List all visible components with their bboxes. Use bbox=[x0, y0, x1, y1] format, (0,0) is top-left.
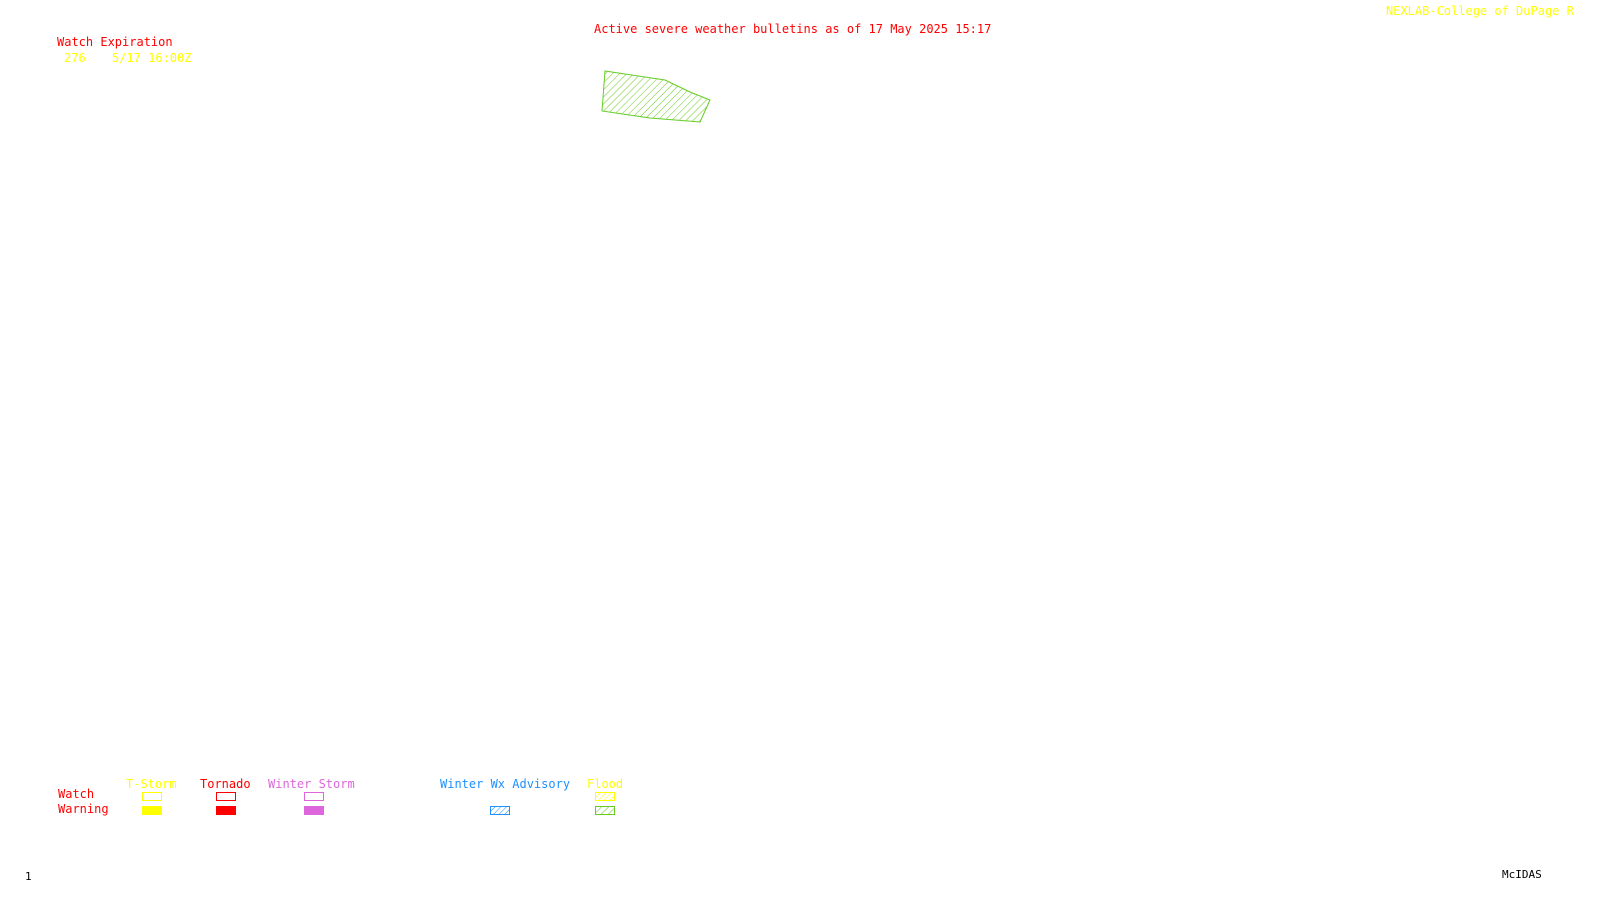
legend-winter-storm-warning-box bbox=[304, 806, 324, 815]
legend-winter-storm-watch-box bbox=[304, 792, 324, 801]
frame-number: 1 bbox=[25, 870, 32, 883]
software-label: McIDAS bbox=[1502, 868, 1542, 881]
page-title: Active severe weather bulletins as of 17… bbox=[594, 22, 992, 36]
legend-tornado-watch-box bbox=[216, 792, 236, 801]
legend-row-watch: Watch bbox=[58, 787, 95, 801]
legend-flood-label: Flood bbox=[587, 777, 624, 791]
credit-label: NEXLAB-College of DuPage R bbox=[1386, 4, 1574, 18]
legend-tstorm-warning-box bbox=[142, 806, 162, 815]
flood-warning-polygon bbox=[601, 70, 711, 123]
legend-winter-wx-advisory-label: Winter Wx Advisory bbox=[440, 777, 571, 791]
watch-expiration: 5/17 16:00Z bbox=[112, 51, 192, 65]
legend-tstorm-watch-box bbox=[142, 792, 162, 801]
legend-winter-wx-advisory-box bbox=[490, 806, 510, 815]
legend-flood-warning-box bbox=[595, 806, 615, 815]
legend-flood-watch-box bbox=[595, 792, 615, 801]
legend-tornado-label: Tornado bbox=[200, 777, 251, 791]
legend-row-warning: Warning bbox=[58, 802, 109, 816]
legend-tornado-warning-box bbox=[216, 806, 236, 815]
legend-winter-storm-label: Winter Storm bbox=[268, 777, 355, 791]
legend-tstorm-label: T-Storm bbox=[126, 777, 177, 791]
watch-number: 276 bbox=[64, 51, 86, 65]
watch-table-heading: Watch Expiration bbox=[57, 35, 173, 49]
